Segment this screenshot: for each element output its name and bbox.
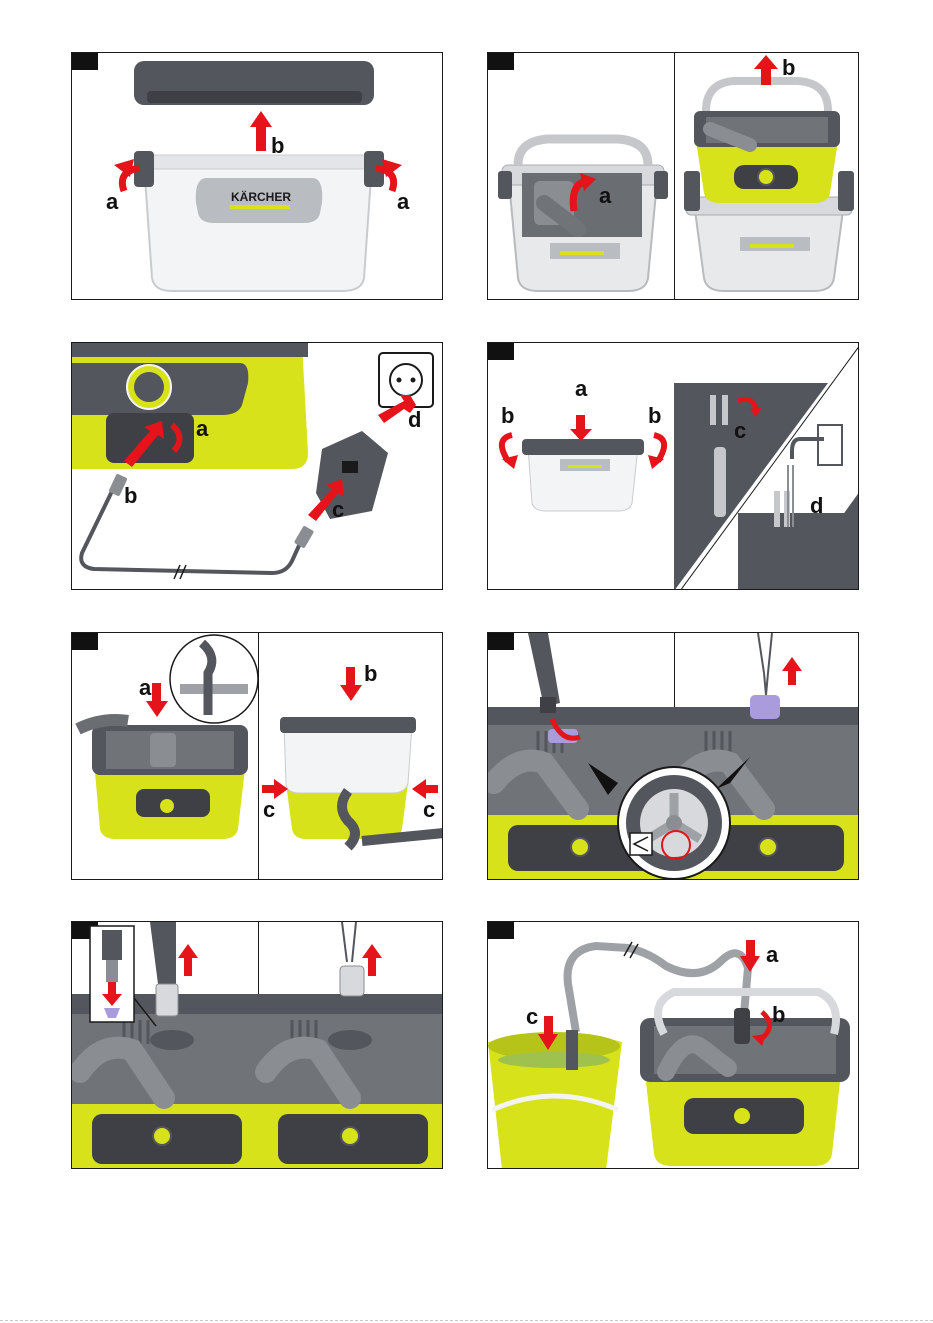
figure-6-illustration [488, 633, 859, 880]
callout-label: a [766, 944, 778, 966]
figure-8-illustration [488, 922, 859, 1169]
figure-2: a b [487, 52, 859, 300]
callout-label: a [106, 191, 118, 213]
figure-1: KÄRCHER b a a [71, 52, 443, 300]
callout-label: d [810, 495, 823, 517]
page-bottom-rule [0, 1320, 933, 1321]
figure-3: d a b c [71, 342, 443, 590]
callout-label: a [196, 418, 208, 440]
figure-5-illustration [72, 633, 443, 880]
callout-label: b [364, 663, 377, 685]
figure-7-illustration [72, 922, 443, 1169]
figure-3-illustration [72, 343, 443, 590]
figure-6 [487, 632, 859, 880]
callout-label: b [782, 57, 795, 79]
callout-label: a [575, 378, 587, 400]
callout-label: a [599, 185, 611, 207]
callout-label: a [397, 191, 409, 213]
figure-4: a b b c d [487, 342, 859, 590]
callout-label: d [408, 409, 421, 431]
callout-label: b [501, 405, 514, 427]
callout-label: c [263, 799, 275, 821]
callout-label: b [648, 405, 661, 427]
callout-label: b [271, 135, 284, 157]
callout-label: c [526, 1006, 538, 1028]
callout-label: b [772, 1004, 785, 1026]
brand-logo: KÄRCHER [231, 190, 291, 204]
figure-8: a c b [487, 921, 859, 1169]
figure-4-illustration [488, 343, 859, 590]
callout-label: b [124, 485, 137, 507]
figure-7 [71, 921, 443, 1169]
figure-1-illustration [72, 53, 443, 300]
callout-label: c [332, 499, 344, 521]
figure-5: a b c c [71, 632, 443, 880]
figure-2-illustration [488, 53, 859, 300]
callout-label: c [734, 420, 746, 442]
callout-label: c [423, 799, 435, 821]
callout-label: a [139, 677, 151, 699]
